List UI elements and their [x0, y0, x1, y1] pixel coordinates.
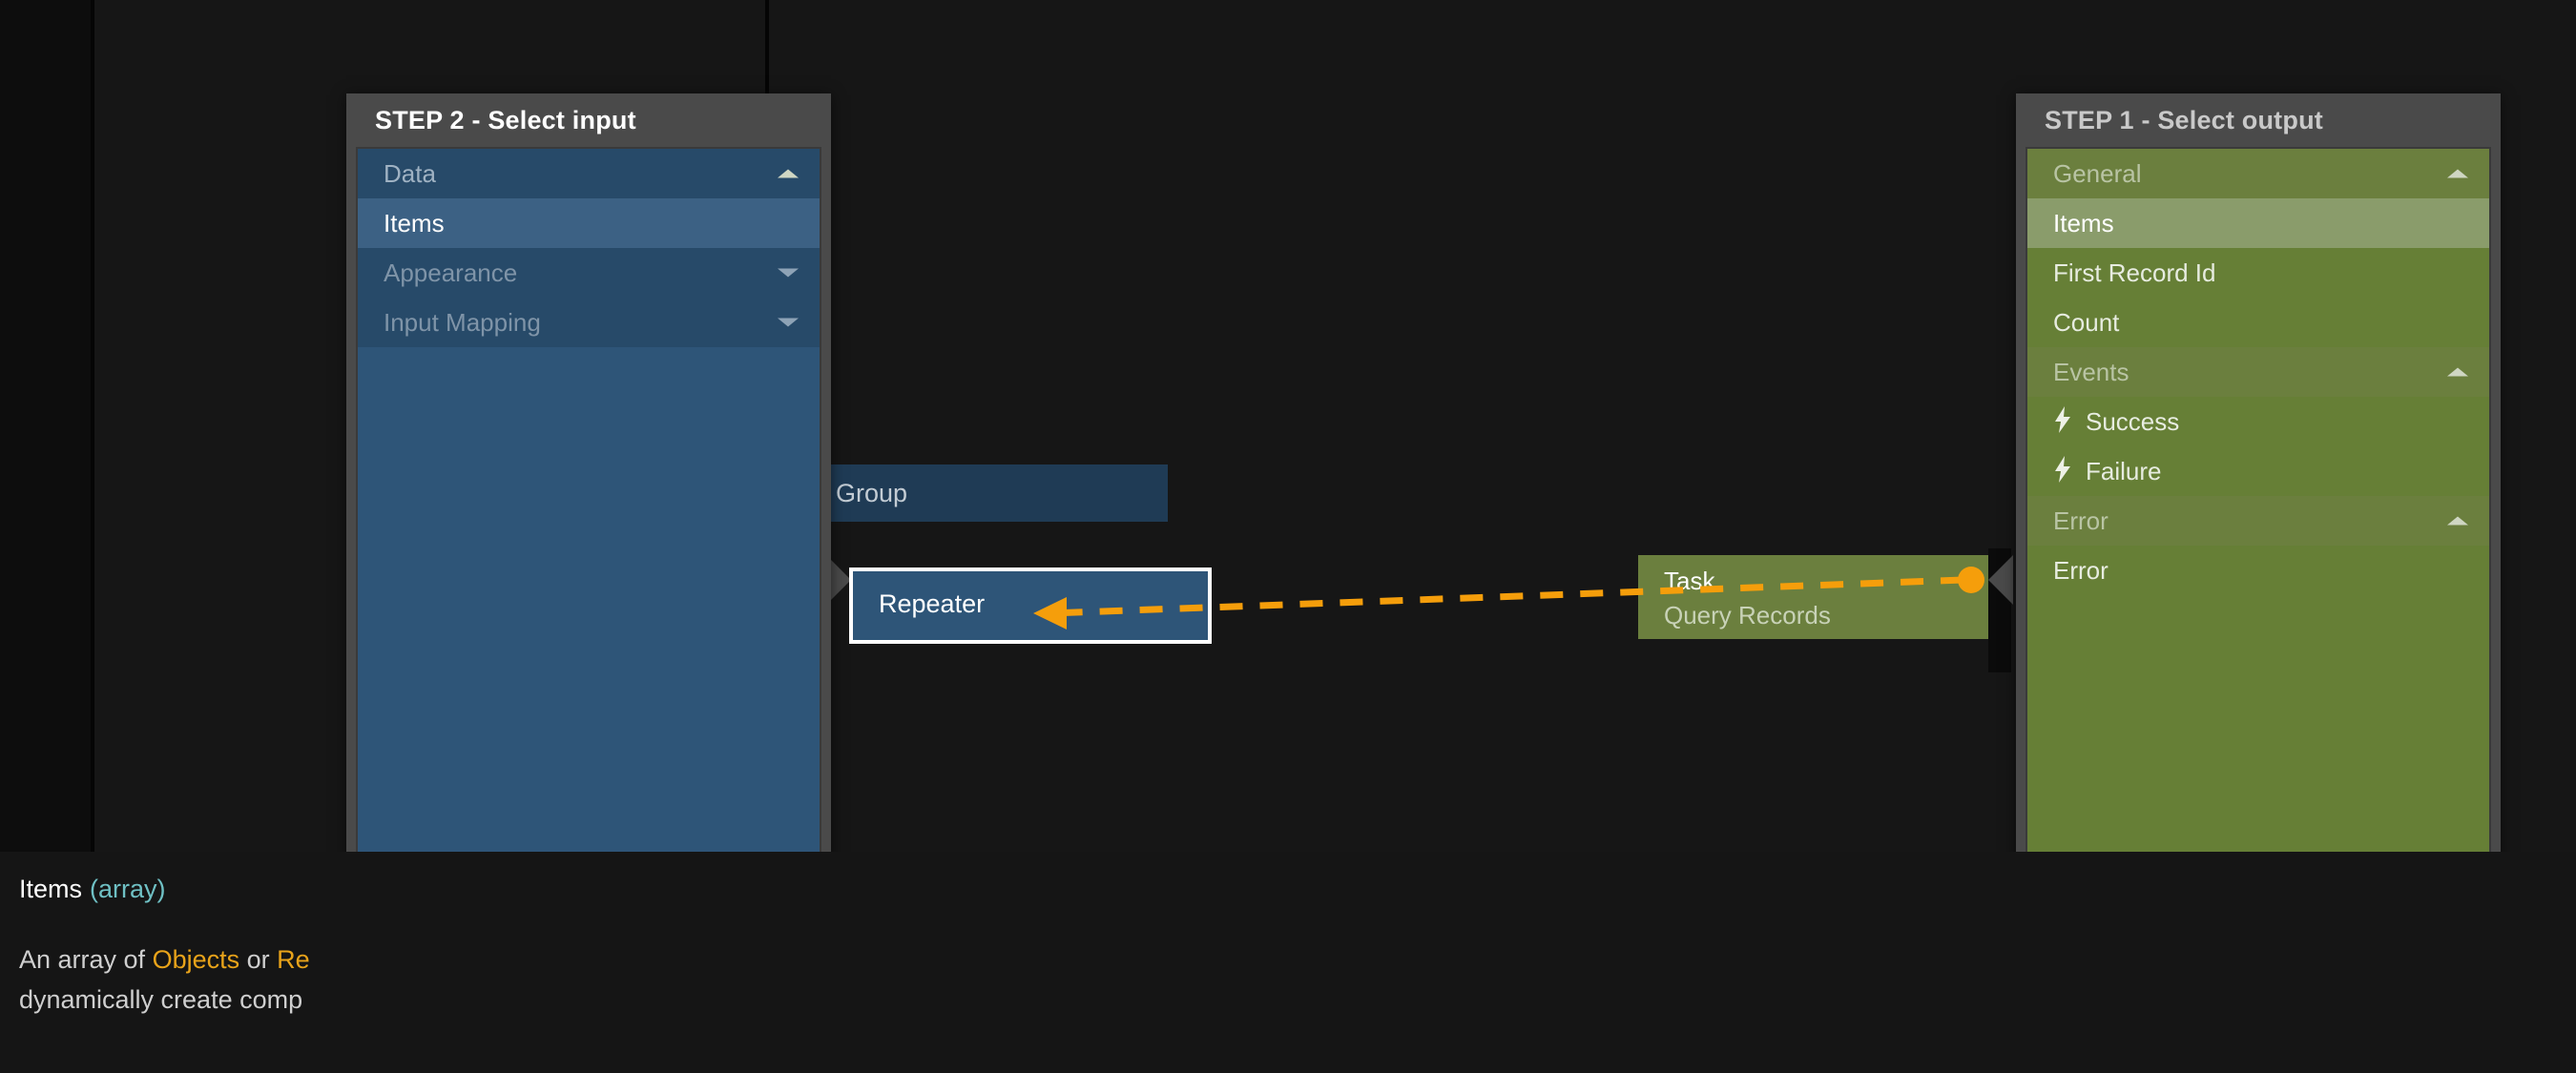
step-2-row-label: Input Mapping [384, 307, 541, 337]
step-1-row-label: Error [2053, 555, 2109, 585]
step-1-row-items[interactable]: Items [2027, 198, 2489, 248]
step-1-row-first-record-id[interactable]: First Record Id [2027, 248, 2489, 298]
chevron-up-icon[interactable] [2447, 169, 2468, 178]
step-1-row-label: First Record Id [2053, 258, 2216, 287]
doc-title: Items(array) [19, 875, 166, 904]
doc-title-type: (array) [90, 875, 166, 903]
step-1-row-count[interactable]: Count [2027, 298, 2489, 347]
lightning-icon [2053, 406, 2072, 437]
doc-description-line-2: dynamically create comp [19, 985, 303, 1014]
step-1-row-failure[interactable]: Failure [2027, 446, 2489, 496]
step-1-row-events[interactable]: Events [2027, 347, 2489, 397]
canvas-divider-left [91, 0, 94, 852]
step-1-row-label: Failure [2086, 456, 2162, 485]
chevron-up-icon[interactable] [2447, 516, 2468, 526]
lightning-glyph [2055, 456, 2070, 483]
step-1-row-error[interactable]: Error [2027, 546, 2489, 595]
doc-text-pre: An array of [19, 945, 153, 974]
step-1-row-label: General [2053, 158, 2142, 188]
repeater-node-title: Repeater [879, 589, 986, 618]
property-doc-panel: Items(array) An array of Objects or Re d… [0, 852, 2576, 1073]
step-2-title: STEP 2 - Select input [375, 105, 636, 134]
step-1-row-label: Success [2086, 406, 2180, 436]
doc-description: An array of Objects or Re dynamically cr… [19, 939, 363, 1020]
doc-description-line-1: An array of Objects or Re [19, 939, 363, 980]
step-2-row-appearance[interactable]: Appearance [358, 248, 820, 298]
step-1-row-label: Error [2053, 506, 2109, 535]
lightning-glyph [2055, 406, 2070, 433]
doc-keyword-objects: Objects [152, 945, 240, 974]
triangle-left-icon[interactable] [1988, 555, 2013, 605]
chevron-up-icon[interactable] [778, 169, 799, 178]
step-1-title: STEP 1 - Select output [2045, 105, 2323, 134]
step-2-row-label: Data [384, 158, 436, 188]
doc-keyword-records: Re [277, 945, 310, 974]
doc-text-mid: or [239, 945, 278, 974]
step-1-row-label: Items [2053, 208, 2114, 237]
doc-title-text: Items [19, 875, 83, 903]
chevron-down-icon[interactable] [778, 268, 799, 278]
task-node-subtitle: Query Records [1664, 601, 1831, 629]
lightning-icon [2053, 456, 2072, 486]
step-1-row-success[interactable]: Success [2027, 397, 2489, 446]
step-2-row-data[interactable]: Data [358, 149, 820, 198]
step-2-row-label: Items [384, 208, 445, 237]
group-node[interactable]: Group [828, 464, 1168, 522]
task-node-title: Task [1664, 567, 1715, 595]
step-1-row-general[interactable]: General [2027, 149, 2489, 198]
step-1-row-error[interactable]: Error [2027, 496, 2489, 546]
step-2-row-items[interactable]: Items [358, 198, 820, 248]
chevron-down-icon[interactable] [778, 318, 799, 327]
step-1-row-label: Count [2053, 307, 2120, 337]
step-2-row-label: Appearance [384, 258, 518, 287]
task-node[interactable]: Task Query Records [1638, 555, 1999, 639]
repeater-node[interactable]: Repeater [849, 567, 1212, 644]
step-1-row-label: Events [2053, 357, 2129, 386]
chevron-up-icon[interactable] [2447, 367, 2468, 377]
step-2-row-input-mapping[interactable]: Input Mapping [358, 298, 820, 347]
group-node-title: Group [836, 479, 908, 507]
